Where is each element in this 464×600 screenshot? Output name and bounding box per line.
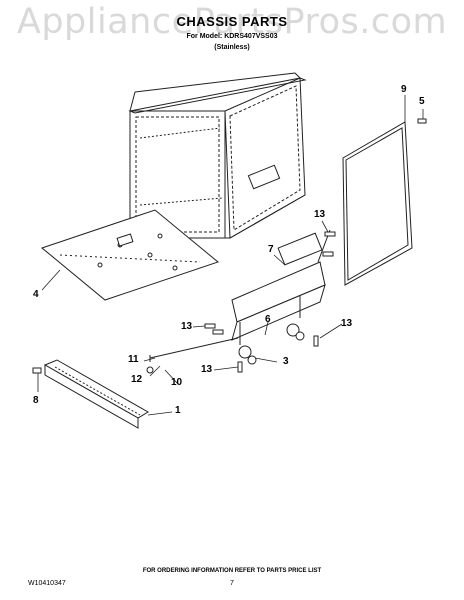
- variant-label: (Stainless): [214, 44, 250, 51]
- drawer-rollers: [238, 323, 305, 365]
- document-number: W10410347: [28, 580, 66, 587]
- callout-11: 11: [128, 354, 139, 365]
- callout-1: 1: [175, 405, 181, 416]
- callout-12: 12: [131, 374, 143, 385]
- leader-lines: [37, 95, 424, 416]
- callout-13-left: 13: [181, 321, 193, 332]
- callout-8: 8: [33, 395, 39, 406]
- callout-13-top: 13: [314, 209, 326, 220]
- callout-10: 10: [171, 377, 183, 388]
- drawer-rod: [146, 337, 239, 374]
- callout-6: 6: [265, 314, 271, 325]
- kick-panel: [43, 359, 149, 429]
- callout-13-right: 13: [341, 318, 353, 329]
- callout-5: 5: [419, 96, 425, 107]
- ordering-note: FOR ORDERING INFORMATION REFER TO PARTS …: [142, 568, 322, 574]
- page-number: 7: [230, 580, 234, 587]
- model-label: For Model: KDRS407VSS03: [186, 33, 278, 40]
- drawer-support: [231, 229, 331, 345]
- side-panel: [342, 118, 427, 286]
- screws: [32, 231, 336, 374]
- callout-7: 7: [268, 244, 274, 255]
- callout-9: 9: [401, 84, 407, 95]
- callout-4: 4: [33, 289, 39, 300]
- page-title: CHASSIS PARTS: [176, 14, 288, 29]
- bottom-panel: [40, 209, 220, 301]
- callout-3: 3: [283, 356, 289, 367]
- callout-13-bottom: 13: [201, 364, 213, 375]
- watermark: AppliancePartsPros.com: [16, 2, 448, 42]
